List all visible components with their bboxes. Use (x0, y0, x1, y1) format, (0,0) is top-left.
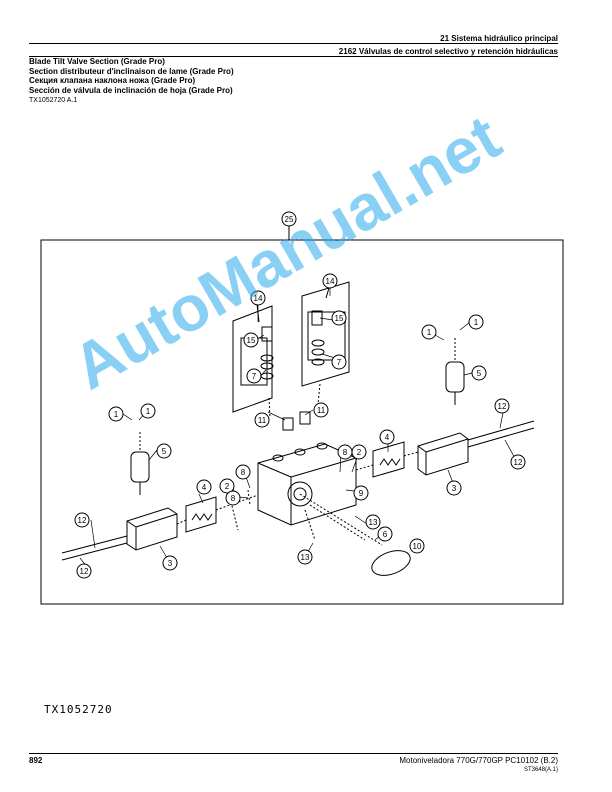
callout-4: 4 (379, 429, 395, 445)
callout-7: 7 (246, 368, 262, 384)
image-code: TX1052720 (44, 703, 113, 716)
callout-12: 12 (74, 512, 90, 528)
solenoid-left (130, 451, 150, 483)
callout-14: 14 (250, 290, 266, 306)
callout-label: 12 (78, 516, 87, 525)
callout-label: 14 (326, 277, 335, 286)
callout-13: 13 (365, 514, 381, 530)
callout-6: 6 (377, 526, 393, 542)
end-cap-right (417, 432, 469, 476)
callout-12: 12 (76, 563, 92, 579)
callout-label: 3 (452, 484, 457, 493)
callout-label: 12 (514, 458, 523, 467)
callout-label: 9 (359, 489, 364, 498)
callout-1: 1 (140, 403, 156, 419)
callout-3: 3 (162, 555, 178, 571)
callout-8: 8 (337, 444, 353, 460)
inset-box-right (301, 281, 350, 387)
callout-label: 4 (385, 433, 390, 442)
callout-label: 8 (343, 448, 348, 457)
callout-11: 11 (313, 402, 329, 418)
callout-15: 15 (331, 310, 347, 326)
title-spanish: Sección de válvula de inclinación de hoj… (29, 85, 233, 95)
callout-label: 1 (146, 407, 151, 416)
callout-label: 15 (335, 314, 344, 323)
callout-label: 11 (258, 416, 267, 425)
figure-titles: Blade Tilt Valve Section (Grade Pro) Sec… (29, 57, 234, 95)
callout-label: 8 (231, 494, 236, 503)
valve-body (257, 443, 357, 526)
o-ring (371, 550, 411, 576)
callout-label: 8 (241, 468, 246, 477)
callout-label: 13 (369, 518, 378, 527)
callout-label: 1 (427, 328, 432, 337)
callout-11: 11 (254, 412, 270, 428)
callout-label: 4 (202, 483, 207, 492)
callout-label: 7 (337, 358, 342, 367)
callout-4: 4 (196, 479, 212, 495)
callout-2: 2 (219, 478, 235, 494)
figure-frame (40, 239, 564, 605)
callout-12: 12 (510, 454, 526, 470)
callout-label: 25 (285, 215, 294, 224)
header-rule (29, 56, 558, 57)
title-russian: Секция клапана наклона ножа (Grade Pro) (29, 76, 196, 85)
publication-info: Motoniveladora 770G/770GP PC10102 (B.2) (399, 756, 558, 765)
callout-5: 5 (471, 365, 487, 381)
page-number: 892 (29, 756, 43, 765)
callout-1: 1 (108, 406, 124, 422)
callout-label: 3 (168, 559, 173, 568)
spring-box-left (185, 496, 217, 533)
callout-label: 1 (114, 410, 119, 419)
section-header: 21 Sistema hidráulico principal (440, 34, 558, 43)
callout-label: 15 (247, 336, 256, 345)
title-english: Blade Tilt Valve Section (Grade Pro) (29, 57, 165, 66)
callout-12: 12 (494, 398, 510, 414)
callout-label: 5 (477, 369, 482, 378)
callout-7: 7 (331, 354, 347, 370)
callout-5: 5 (156, 443, 172, 459)
callout-label: 1 (474, 318, 479, 327)
spring-box-right (372, 441, 405, 478)
subsection-header: 2162 Válvulas de control selectivo y ret… (338, 47, 558, 56)
document-code: ST3648(A.1) (523, 767, 558, 773)
callout-label: 5 (162, 447, 167, 456)
callout-label: 2 (225, 482, 230, 491)
title-french: Section distributeur d'inclinaison de la… (29, 66, 234, 76)
solenoid-right (445, 361, 465, 393)
header-rule (29, 43, 558, 44)
callout-label: 12 (80, 567, 89, 576)
callout-label: 13 (301, 553, 310, 562)
callout-2: 2 (351, 444, 367, 460)
callout-9: 9 (353, 485, 369, 501)
callout-13: 13 (297, 549, 313, 565)
callout-8: 8 (235, 464, 251, 480)
callout-15: 15 (243, 332, 259, 348)
figure-reference: TX1052720 A.1 (29, 97, 78, 104)
callout-3: 3 (446, 480, 462, 496)
footer-rule (29, 753, 558, 754)
callout-1: 1 (468, 314, 484, 330)
callout-label: 11 (317, 406, 326, 415)
callout-label: 2 (357, 448, 362, 457)
callout-label: 7 (252, 372, 257, 381)
callout-label: 10 (413, 542, 422, 551)
callout-14: 14 (322, 273, 338, 289)
callout-label: 6 (383, 530, 388, 539)
callout-label: 12 (498, 402, 507, 411)
callout-25: 25 (281, 211, 297, 227)
callout-1: 1 (421, 324, 437, 340)
end-cap-left (126, 507, 178, 551)
callout-10: 10 (409, 538, 425, 554)
inset-box-left (232, 305, 273, 413)
callout-label: 14 (254, 294, 263, 303)
callout-8: 8 (225, 490, 241, 506)
